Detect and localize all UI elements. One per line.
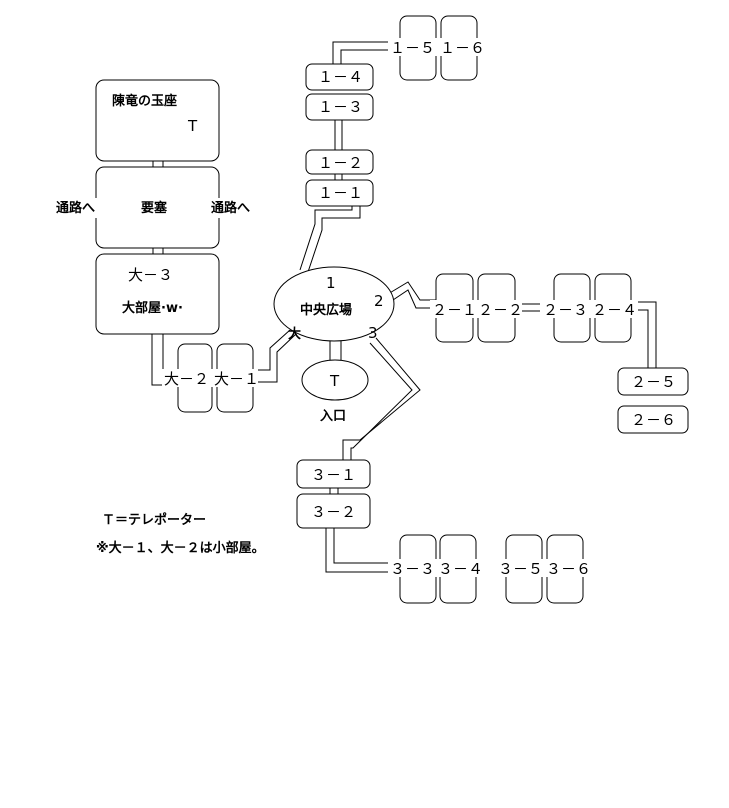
- room-1-3-label: １－３: [318, 98, 363, 116]
- corridor-fortress-links: [152, 161, 164, 254]
- room-1-3: １－３: [305, 93, 374, 121]
- room-1-2: １－２: [305, 149, 374, 175]
- room-3-4-label: ３－４: [438, 560, 483, 578]
- room-3-2: ３－２: [296, 493, 371, 529]
- corridor-1-4-to-1-5: [332, 41, 392, 64]
- plaza-exit-2: 2: [374, 292, 384, 310]
- throne-room-label: 陳竜の玉座: [112, 93, 177, 109]
- corridor-plaza-to-entrance: [329, 340, 342, 360]
- room-1-6-label: １－６: [440, 39, 485, 57]
- room-3-6-label: ３－６: [546, 560, 591, 578]
- legend-note: ※大－１、大－２は小部屋。: [96, 540, 265, 556]
- room-2-1-label: ２－１: [432, 301, 477, 319]
- fortress-room: 要塞: [95, 166, 220, 249]
- plaza-label: 中央広場: [300, 302, 352, 318]
- large-room-3-label: 大－３: [128, 266, 173, 284]
- corridor-3-2-to-3-3: [325, 528, 400, 573]
- central-plaza: 中央広場 1 2 3 大: [273, 266, 395, 342]
- room-3-3-label: ３－３: [390, 560, 435, 578]
- plaza-exit-3: 3: [368, 324, 378, 342]
- room-1-1-label: １－１: [318, 184, 363, 202]
- room-2-2-label: ２－２: [478, 301, 523, 319]
- room-2-4-label: ２－４: [592, 301, 637, 319]
- corridor-plaza-to-large-1: [255, 329, 297, 383]
- corridor-plaza-to-3-1: [342, 337, 421, 460]
- corridor-1-1-to-1-2: [334, 174, 343, 180]
- room-1-5-label: １－５: [390, 39, 435, 57]
- fortress-label: 要塞: [141, 200, 168, 216]
- passage-left-label: 通路へ: [56, 200, 95, 216]
- corridor-plaza-to-2-1: [387, 281, 436, 309]
- room-3-5-label: ３－５: [498, 560, 543, 578]
- large-room-3-sub: 大部屋·w·: [122, 300, 183, 316]
- room-1-4-label: １－４: [318, 68, 363, 86]
- room-3-2-label: ３－２: [311, 503, 356, 521]
- passage-right-label: 通路へ: [211, 200, 250, 216]
- entrance-teleporter-marker: T: [329, 372, 340, 390]
- corridor-3-1-to-3-2: [329, 488, 339, 494]
- corridor-plaza-to-1-1: [299, 206, 361, 273]
- room-2-3-label: ２－３: [543, 301, 588, 319]
- entrance-teleporter: T: [301, 359, 369, 401]
- large-room-3: 大－３ 大部屋·w·: [95, 253, 220, 335]
- room-1-4: １－４: [305, 63, 374, 91]
- room-2-6-label: ２－６: [631, 411, 676, 429]
- corridor-1-2-to-1-3: [334, 120, 343, 150]
- large-2-label: 大－２: [164, 370, 209, 388]
- plaza-exit-1: 1: [326, 274, 336, 292]
- room-2-6: ２－６: [617, 405, 689, 434]
- legend-teleporter: Ｔ＝テレポーター: [102, 512, 206, 528]
- room-3-1-label: ３－１: [311, 466, 356, 484]
- throne-room: 陳竜の玉座 T: [95, 79, 220, 162]
- room-1-2-label: １－２: [318, 154, 363, 172]
- room-1-1: １－１: [305, 179, 374, 207]
- throne-teleporter-marker: T: [187, 117, 198, 135]
- room-3-1: ３－１: [296, 459, 371, 489]
- room-2-5-label: ２－５: [631, 373, 676, 391]
- large-1-label: 大－１: [214, 370, 259, 388]
- entrance-label: 入口: [320, 409, 346, 424]
- room-2-5: ２－５: [617, 367, 689, 396]
- plaza-exit-large: 大: [288, 326, 301, 342]
